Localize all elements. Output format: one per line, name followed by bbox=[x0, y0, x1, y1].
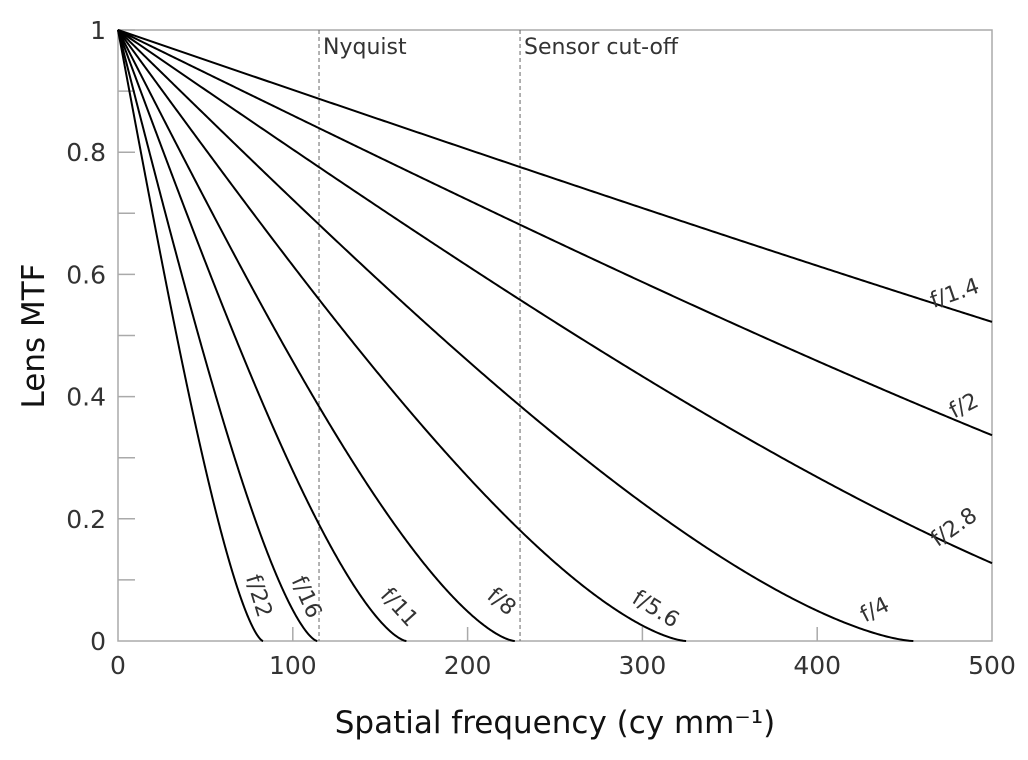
x-tick-label: 0 bbox=[110, 651, 126, 680]
y-tick-label: 1 bbox=[90, 16, 106, 45]
y-tick-label: 0.2 bbox=[66, 505, 106, 534]
y-tick-label: 0.8 bbox=[66, 138, 106, 167]
plot-frame bbox=[117, 29, 993, 642]
series-line bbox=[117, 29, 914, 642]
series-line bbox=[117, 29, 687, 642]
y-tick-label: 0.6 bbox=[66, 260, 106, 289]
series-line bbox=[117, 29, 993, 323]
series-label: f/4 bbox=[856, 592, 893, 628]
y-tick-label: 0.4 bbox=[66, 383, 106, 412]
y-tick-label: 0 bbox=[90, 627, 106, 656]
series-label: f/2.8 bbox=[927, 503, 982, 552]
x-tick-label: 400 bbox=[793, 651, 841, 680]
series-label: f/1.4 bbox=[927, 274, 983, 314]
x-axis-label: Spatial frequency (cy mm⁻¹) bbox=[335, 705, 776, 741]
series-line bbox=[117, 29, 993, 437]
series-line bbox=[117, 29, 407, 642]
series-label: f/16 bbox=[286, 573, 326, 623]
series-line bbox=[117, 29, 993, 565]
series-label: f/5.6 bbox=[628, 586, 684, 634]
x-tick-label: 500 bbox=[968, 651, 1016, 680]
series-line bbox=[117, 29, 318, 642]
series-label: f/8 bbox=[482, 583, 520, 621]
annotation-label: Nyquist bbox=[323, 35, 407, 60]
series-line bbox=[117, 29, 515, 642]
series-line bbox=[117, 29, 264, 642]
x-tick-label: 100 bbox=[269, 651, 317, 680]
x-tick-label: 200 bbox=[444, 651, 492, 680]
annotation-label: Sensor cut-off bbox=[524, 35, 679, 60]
x-tick-label: 300 bbox=[619, 651, 667, 680]
y-axis-label: Lens MTF bbox=[16, 264, 52, 409]
